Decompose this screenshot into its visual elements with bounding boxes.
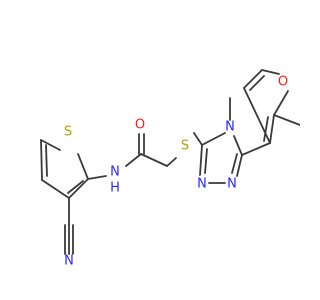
carbonyl-oxygen-label: O: [135, 118, 145, 133]
bond-triazole-furan: [241, 142, 271, 156]
bond-thiophene-c2-c3: [68, 178, 89, 199]
bond-furan-methyl: [273, 114, 300, 126]
bond-c2-n-amide: [87, 175, 107, 180]
bond-carbonyl-c-ch2: [140, 153, 168, 167]
bond-triazole-c5-n1-b: [231, 153, 238, 174]
bond-furan-c3-c2-b: [263, 116, 269, 142]
thioether-sulfur-label: S: [181, 139, 189, 154]
bond-thiophene-s-c2: [77, 153, 89, 180]
bond-triazole-n4-c5: [233, 135, 243, 156]
triazole-n4-label: N: [225, 120, 235, 135]
triazole-n2-label: N: [197, 177, 207, 192]
bond-thiophene-c3-c4: [41, 179, 70, 199]
bond-ch2-s: [166, 157, 177, 167]
bond-triazole-c3-n4: [201, 132, 226, 146]
bond-furan-c5-c4-a: [243, 69, 263, 89]
bond-n-carbonyl-c: [125, 153, 142, 167]
bond-thiophene-c4-c5-inner: [45, 144, 48, 177]
bond-thiophene-c5-s: [40, 139, 61, 151]
molecule-structure: S S O O N H N N N N: [40, 69, 300, 269]
triazole-n1-label: N: [227, 177, 237, 192]
amide-nitrogen-label: N: [110, 165, 120, 180]
molecule-canvas: S S O O N H N N N N: [40, 69, 300, 269]
bond-furan-c4-c3: [243, 87, 271, 144]
bond-triazole-n2-c3-b: [204, 148, 208, 174]
bond-s-triazole-c3: [193, 132, 203, 146]
bond-furan-c5-c4-b: [249, 75, 265, 91]
furan-oxygen-label: O: [278, 75, 288, 90]
nitrile-nitrogen-label: N: [64, 254, 74, 269]
bond-furan-o-c5: [261, 69, 280, 75]
bond-furan-c3-c2-a: [269, 114, 275, 144]
thiophene-sulfur-label: S: [64, 125, 72, 140]
bond-triazole-n2-c3-a: [199, 144, 203, 176]
bond-furan-c2-o: [273, 90, 289, 116]
bond-triazole-c5-n1-a: [236, 154, 243, 177]
bond-thiophene-c4-c5: [40, 139, 43, 181]
amide-hydrogen-label: H: [110, 181, 120, 196]
bond-thiophene-c2-c3-inner: [67, 180, 84, 194]
